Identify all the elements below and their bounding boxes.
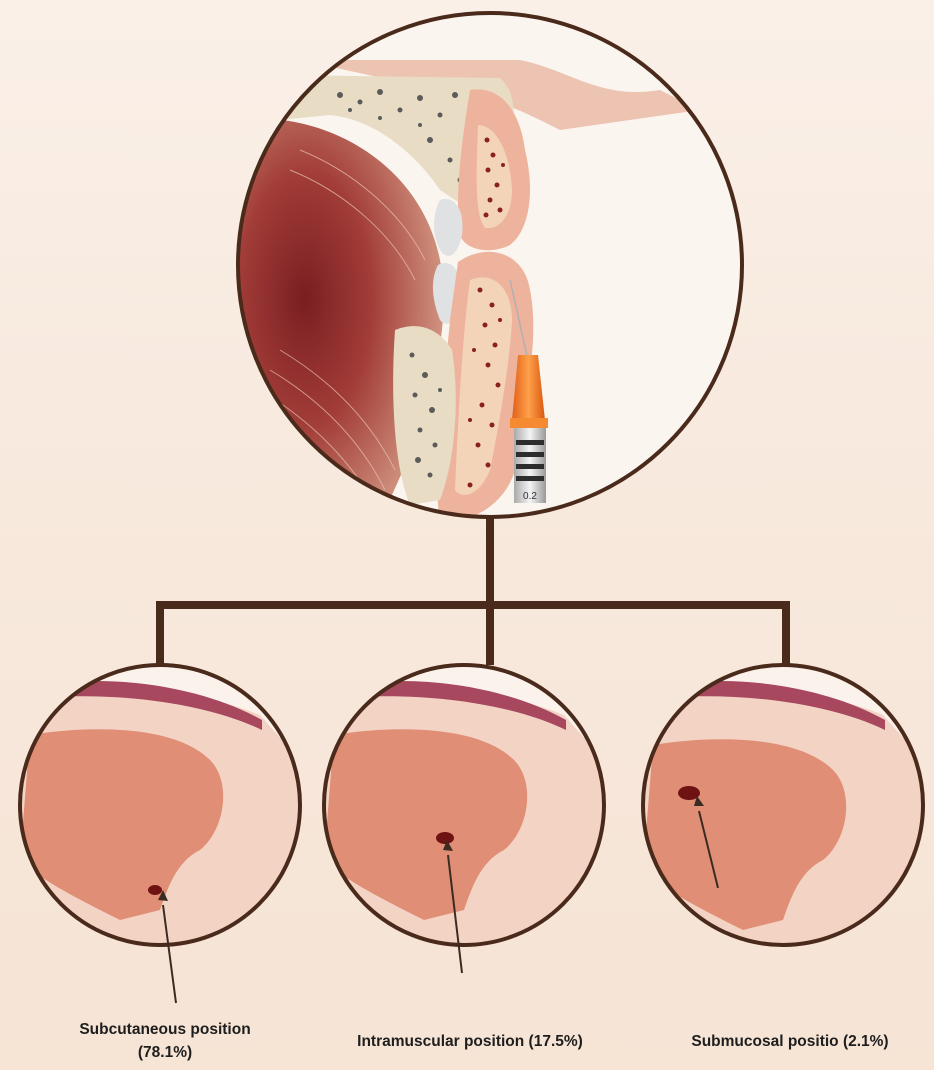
vessel-dot [148,885,162,895]
syringe-scale: 0.2 [523,491,537,502]
lip-section-submucosal [643,665,923,960]
vessel-dot [436,832,454,844]
lip-section-subcutaneous [20,665,300,1003]
connector-tree [156,517,790,665]
subcutaneous-position-label: Subcutaneous position (78.1%) [40,1018,290,1064]
intramuscular-position-label: Intramuscular position (17.5%) [320,1030,620,1053]
mandible-bone [393,326,456,505]
anatomy-cross-section: 0.2 [230,13,742,521]
submucosal-position-label: Submucosal positio (2.1%) [660,1030,920,1053]
subcutaneous-position-percent: (78.1%) [40,1041,290,1064]
subcutaneous-position-name: Subcutaneous position [40,1018,290,1041]
lip-section-intramuscular [324,665,604,973]
